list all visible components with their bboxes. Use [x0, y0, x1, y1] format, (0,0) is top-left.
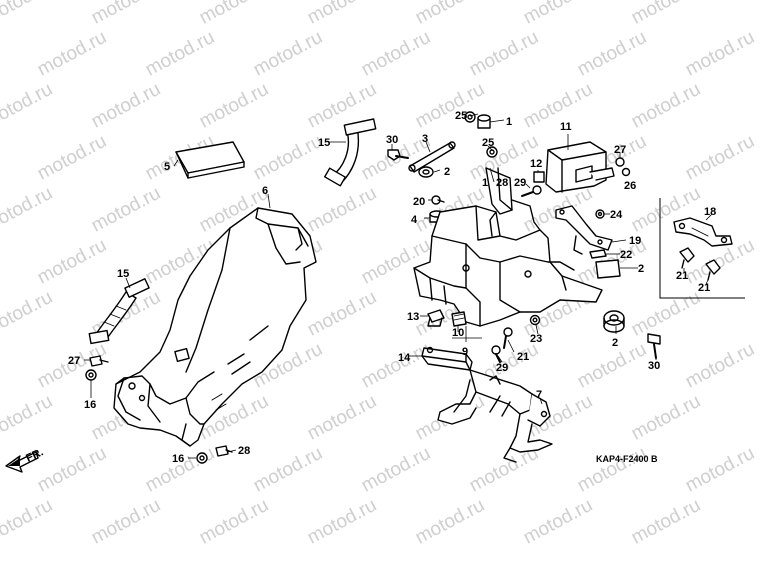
callout-label: 27 — [68, 355, 80, 367]
callout-label: 21 — [517, 351, 529, 363]
part-26-nut — [615, 157, 625, 167]
part-2-grommet-lower — [603, 310, 625, 333]
part-25-nut-mid — [486, 146, 498, 158]
part-2-grommet-upper — [418, 166, 434, 178]
callout-label: 16 — [84, 399, 96, 411]
part-5-stand — [437, 369, 553, 463]
callout-label: 5 — [164, 161, 170, 173]
callout-label: 21 — [698, 282, 710, 294]
part-4-pad — [595, 259, 621, 279]
callout-label: 16 — [172, 453, 184, 465]
callout-label: 9 — [462, 346, 468, 358]
callout-label: 25 — [455, 110, 467, 122]
part-1-collar-upper — [477, 114, 491, 129]
part-10-rear-fender — [113, 207, 317, 447]
part-21-collar-b — [705, 259, 721, 281]
part-27-bolt-left — [89, 355, 109, 367]
callout-label: 2 — [444, 166, 450, 178]
part-15-band-upper — [324, 118, 377, 187]
callout-label: 19 — [629, 235, 641, 247]
part-23-nut — [529, 314, 541, 326]
part-18-bracket — [673, 217, 733, 247]
callout-label: 21 — [676, 270, 688, 282]
callout-label: 15 — [318, 137, 330, 149]
part-24-nut — [595, 209, 605, 219]
callout-label: 28 — [238, 445, 250, 457]
front-arrow-icon: FR. — [5, 446, 45, 473]
callout-label: 22 — [620, 249, 632, 261]
part-19-screw — [431, 195, 445, 205]
leader-lines — [84, 113, 713, 459]
callout-label: 1 — [506, 116, 512, 128]
callout-label: 24 — [610, 209, 623, 221]
part-22-pad — [589, 249, 607, 259]
callout-labels: 25 1 30 3 25 2 1 28 29 12 11 27 26 20 4 … — [68, 110, 716, 465]
part-20-bolt — [503, 327, 513, 349]
part-14-collar — [533, 171, 545, 183]
part-27-bolt-bottom — [215, 445, 233, 457]
callout-label: 11 — [560, 121, 572, 133]
callout-label: 7 — [536, 389, 542, 401]
part-16-nut-left — [85, 369, 97, 381]
callout-label: 3 — [422, 133, 428, 145]
part-21-collar-a — [679, 247, 695, 269]
callout-label: 1 — [482, 177, 488, 189]
callout-label: 12 — [530, 158, 542, 170]
callout-label: 6 — [262, 185, 268, 197]
callout-label: 28 — [496, 177, 508, 189]
part-28-bolt — [491, 345, 501, 363]
callout-label: 18 — [704, 206, 716, 218]
diagram-code: KAP4-F2400 B — [596, 454, 658, 464]
callout-label: 29 — [496, 362, 508, 374]
part-13-clip — [427, 309, 445, 327]
front-label: FR. — [24, 446, 45, 464]
callout-label: 27 — [614, 144, 626, 156]
part-3-rod — [408, 141, 456, 173]
part-30-bolt-lower — [647, 333, 661, 359]
callout-label: 15 — [117, 268, 129, 280]
part-16-nut-bottom — [196, 452, 208, 464]
callout-label: 4 — [411, 214, 418, 226]
part-17-stay — [555, 205, 613, 255]
callout-label: 20 — [413, 196, 425, 208]
part-7-pad — [175, 141, 245, 179]
part-11-bracket — [545, 141, 615, 193]
callout-label: 30 — [386, 134, 398, 146]
callout-label: 29 — [514, 177, 526, 189]
part-25-nut-right — [621, 167, 631, 177]
callout-label: 23 — [530, 333, 542, 345]
part-15-band-left — [88, 278, 150, 345]
callout-label: 2 — [612, 337, 618, 349]
part-25-nut-upper — [464, 111, 476, 123]
inset-box-frame — [659, 198, 745, 299]
callout-label: 13 — [407, 311, 419, 323]
part-9-bracket — [413, 167, 603, 327]
part-29-bolt — [521, 185, 542, 197]
part-30-bolt-upper — [387, 149, 409, 161]
callout-label: 26 — [624, 180, 636, 192]
part-8-cushion — [451, 311, 467, 327]
callout-label: 10 — [452, 327, 464, 339]
callout-label: 14 — [398, 352, 411, 364]
callout-label: 25 — [482, 137, 494, 149]
callout-label: 30 — [648, 360, 660, 372]
callout-label: 2 — [638, 263, 644, 275]
